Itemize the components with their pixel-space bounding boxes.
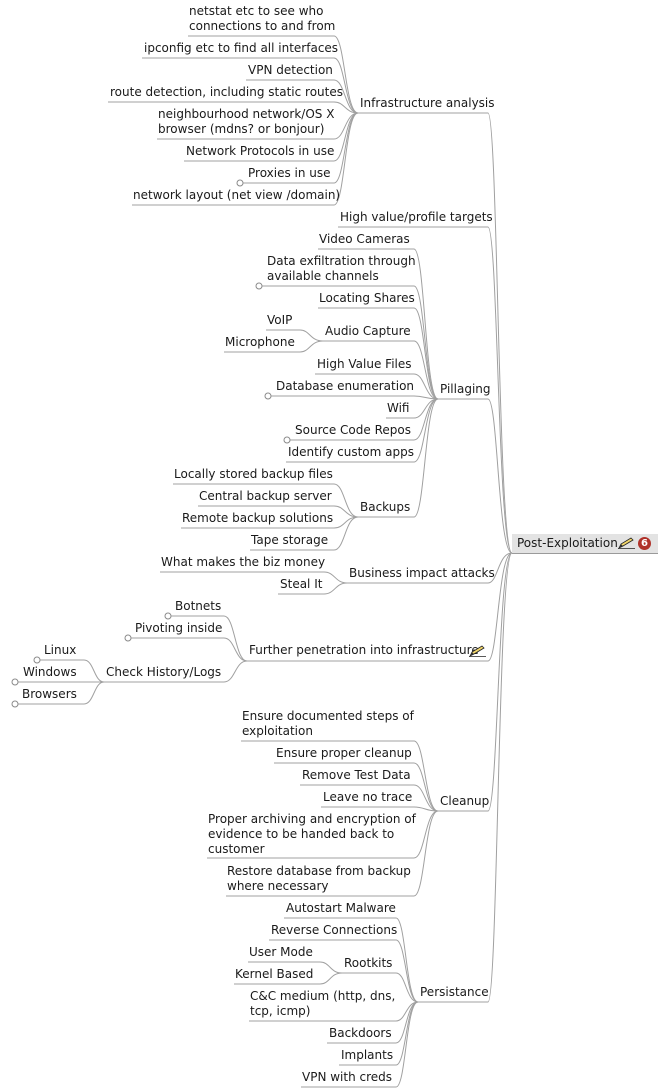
node-leave-no-trace[interactable]: Leave no trace: [323, 790, 413, 804]
folded-marker: [283, 436, 291, 444]
folded-marker: [164, 612, 172, 620]
node-implants[interactable]: Implants: [341, 1048, 394, 1062]
folded-marker: [124, 634, 132, 642]
node-vpn-with-creds[interactable]: VPN with creds: [302, 1070, 393, 1084]
node-remove-test-data[interactable]: Remove Test Data: [302, 768, 411, 782]
node-wifi[interactable]: Wifi: [387, 401, 410, 415]
node-route-detection[interactable]: route detection, including static routes: [110, 85, 344, 99]
node-check-history[interactable]: Check History/Logs: [106, 665, 222, 679]
node-source-code-repos[interactable]: Source Code Repos: [295, 423, 411, 437]
root-node[interactable]: Post-Exploitation 6: [512, 534, 658, 554]
node-ipconfig[interactable]: ipconfig etc to find all interfaces: [144, 41, 339, 55]
node-biz-money[interactable]: What makes the biz money: [161, 555, 326, 569]
node-locating-shares[interactable]: Locating Shares: [319, 291, 415, 305]
node-network-layout[interactable]: network layout (net view /domain): [133, 188, 341, 202]
node-identify-custom-apps[interactable]: Identify custom apps: [288, 445, 414, 459]
node-cc-medium[interactable]: C&C medium (http, dns, tcp, icmp): [250, 989, 396, 1018]
node-botnets[interactable]: Botnets: [175, 599, 222, 613]
node-vpn-detection[interactable]: VPN detection: [248, 63, 333, 77]
node-steal-it[interactable]: Steal It: [280, 577, 323, 591]
folded-marker: [33, 656, 41, 664]
node-netstat[interactable]: netstat etc to see who connections to an…: [189, 4, 336, 33]
node-documented-steps[interactable]: Ensure documented steps of exploitation: [242, 709, 414, 738]
node-remote-backup-solutions[interactable]: Remote backup solutions: [182, 511, 334, 525]
node-microphone[interactable]: Microphone: [225, 335, 295, 349]
node-reverse-connections[interactable]: Reverse Connections: [271, 923, 398, 937]
priority-badge: 6: [638, 537, 651, 550]
node-restore-database[interactable]: Restore database from backup where neces…: [227, 864, 411, 893]
node-business-impact[interactable]: Business impact attacks: [349, 566, 495, 580]
node-tape-storage[interactable]: Tape storage: [251, 533, 329, 547]
node-central-backup-server[interactable]: Central backup server: [199, 489, 332, 503]
node-backups[interactable]: Backups: [360, 500, 411, 514]
node-database-enumeration[interactable]: Database enumeration: [276, 379, 415, 393]
folded-marker: [264, 392, 272, 400]
folded-marker: [236, 179, 244, 187]
node-data-exfiltration[interactable]: Data exfiltration through available chan…: [267, 254, 416, 283]
node-local-backup-files[interactable]: Locally stored backup files: [174, 467, 333, 481]
node-high-value-files[interactable]: High Value Files: [317, 357, 412, 371]
node-windows[interactable]: Windows: [23, 665, 77, 679]
node-proxies[interactable]: Proxies in use: [248, 166, 331, 180]
node-linux[interactable]: Linux: [44, 643, 77, 657]
node-rootkits[interactable]: Rootkits: [344, 956, 393, 970]
node-further-penetration[interactable]: Further penetration into infrastructure: [249, 643, 479, 657]
folded-marker: [11, 678, 19, 686]
node-pillaging[interactable]: Pillaging: [440, 382, 491, 396]
folded-node-markers: [11, 179, 291, 708]
node-voip[interactable]: VoIP: [267, 313, 293, 327]
node-kernel-based[interactable]: Kernel Based: [235, 967, 314, 981]
node-video-cameras[interactable]: Video Cameras: [319, 232, 410, 246]
node-backdoors[interactable]: Backdoors: [329, 1026, 392, 1040]
node-persistance[interactable]: Persistance: [420, 985, 489, 999]
root-label: Post-Exploitation: [517, 536, 618, 550]
node-pivoting-inside[interactable]: Pivoting inside: [135, 621, 223, 635]
node-infrastructure-analysis[interactable]: Infrastructure analysis: [360, 96, 495, 110]
node-high-value-targets[interactable]: High value/profile targets: [340, 210, 493, 224]
node-autostart-malware[interactable]: Autostart Malware: [286, 901, 396, 915]
pencil-icon: [618, 537, 635, 549]
pencil-icon: [469, 645, 486, 657]
folded-marker: [11, 700, 19, 708]
node-browsers[interactable]: Browsers: [22, 687, 77, 701]
node-user-mode[interactable]: User Mode: [249, 945, 313, 959]
node-neighbourhood[interactable]: neighbourhood network/OS X browser (mdns…: [158, 107, 335, 136]
node-audio-capture[interactable]: Audio Capture: [325, 324, 411, 338]
node-cleanup[interactable]: Cleanup: [440, 794, 490, 808]
connector-lines: [15, 35, 513, 1088]
node-proper-cleanup[interactable]: Ensure proper cleanup: [276, 746, 412, 760]
folded-marker: [255, 282, 263, 290]
node-network-protocols[interactable]: Network Protocols in use: [186, 144, 335, 158]
node-proper-archiving[interactable]: Proper archiving and encryption of evide…: [208, 812, 416, 856]
